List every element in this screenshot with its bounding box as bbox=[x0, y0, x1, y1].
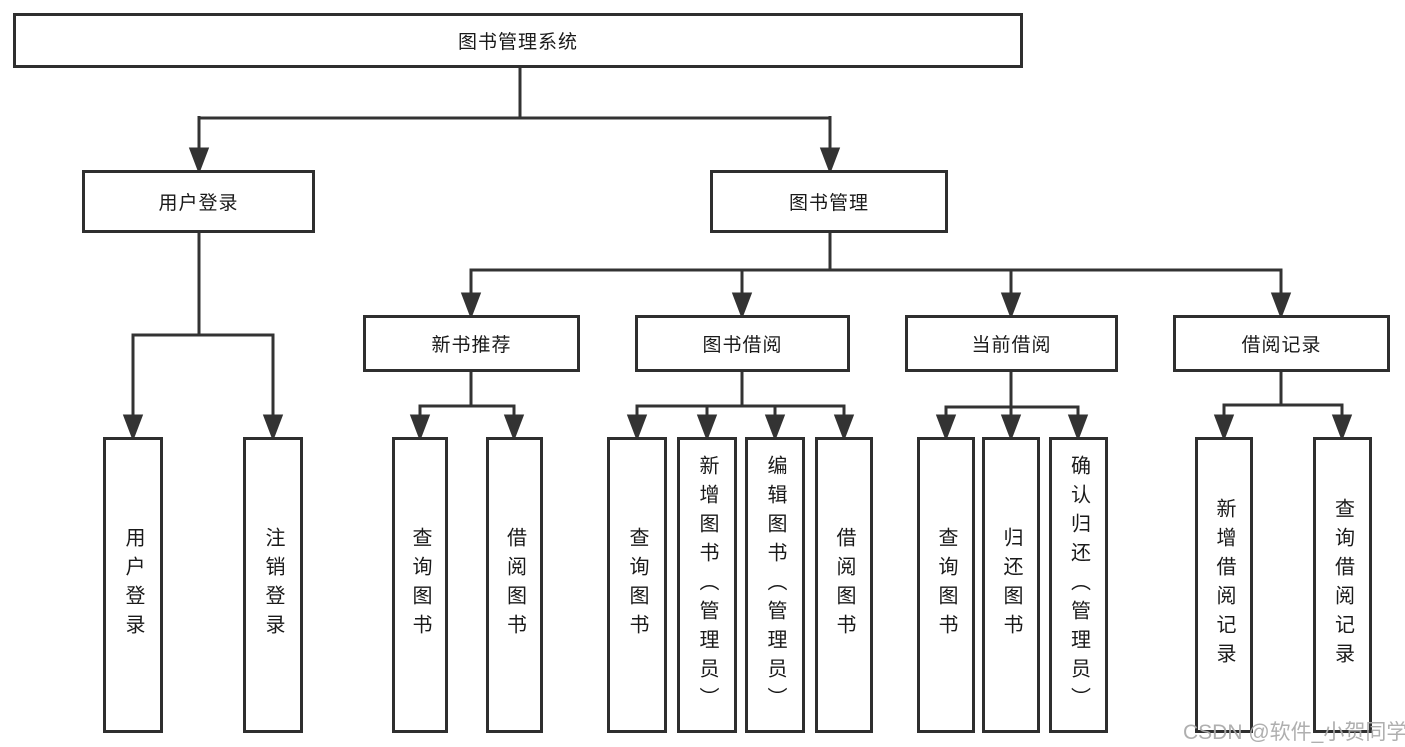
leaf-logout: 注销登录 bbox=[243, 437, 303, 733]
leaf-add-borrow-record-label: 新增借阅记录 bbox=[1213, 498, 1235, 672]
leaf-user-login-label: 用户登录 bbox=[122, 527, 144, 643]
node-root: 图书管理系统 bbox=[13, 13, 1023, 68]
leaf-return-book-label: 归还图书 bbox=[1000, 527, 1022, 643]
leaf-borrow-books: 借阅图书 bbox=[815, 437, 873, 733]
leaf-borrow-books-recommend: 借阅图书 bbox=[486, 437, 543, 733]
leaf-confirm-return-admin: 确认归还（管理员） bbox=[1049, 437, 1108, 733]
leaf-edit-book-admin: 编辑图书（管理员） bbox=[745, 437, 805, 733]
leaf-confirm-return-admin-label: 确认归还（管理员） bbox=[1067, 454, 1090, 716]
node-book-management: 图书管理 bbox=[710, 170, 948, 233]
node-new-book-recommend: 新书推荐 bbox=[363, 315, 580, 372]
leaf-query-books-current-label: 查询图书 bbox=[935, 527, 957, 643]
leaf-return-book: 归还图书 bbox=[982, 437, 1040, 733]
leaf-user-login: 用户登录 bbox=[103, 437, 163, 733]
leaf-query-books-recommend: 查询图书 bbox=[392, 437, 448, 733]
leaf-add-borrow-record: 新增借阅记录 bbox=[1195, 437, 1253, 733]
leaf-query-books-borrow: 查询图书 bbox=[607, 437, 667, 733]
leaf-borrow-books-recommend-label: 借阅图书 bbox=[503, 527, 526, 643]
node-book-borrow: 图书借阅 bbox=[635, 315, 850, 372]
leaf-query-books-recommend-label: 查询图书 bbox=[409, 527, 431, 643]
watermark: CSDN @软件_小贺同学 bbox=[1183, 721, 1405, 744]
leaf-query-books-borrow-label: 查询图书 bbox=[626, 527, 648, 643]
node-borrow-records: 借阅记录 bbox=[1173, 315, 1390, 372]
leaf-query-borrow-record-label: 查询借阅记录 bbox=[1331, 498, 1354, 672]
leaf-logout-label: 注销登录 bbox=[262, 527, 284, 643]
leaf-query-borrow-record: 查询借阅记录 bbox=[1313, 437, 1372, 733]
node-user-login: 用户登录 bbox=[82, 170, 315, 233]
leaf-borrow-books-label: 借阅图书 bbox=[833, 527, 855, 643]
leaf-add-book-admin: 新增图书（管理员） bbox=[677, 437, 737, 733]
leaf-add-book-admin-label: 新增图书（管理员） bbox=[696, 454, 718, 716]
leaf-query-books-current: 查询图书 bbox=[917, 437, 975, 733]
node-current-borrow: 当前借阅 bbox=[905, 315, 1118, 372]
leaf-edit-book-admin-label: 编辑图书（管理员） bbox=[764, 454, 786, 716]
